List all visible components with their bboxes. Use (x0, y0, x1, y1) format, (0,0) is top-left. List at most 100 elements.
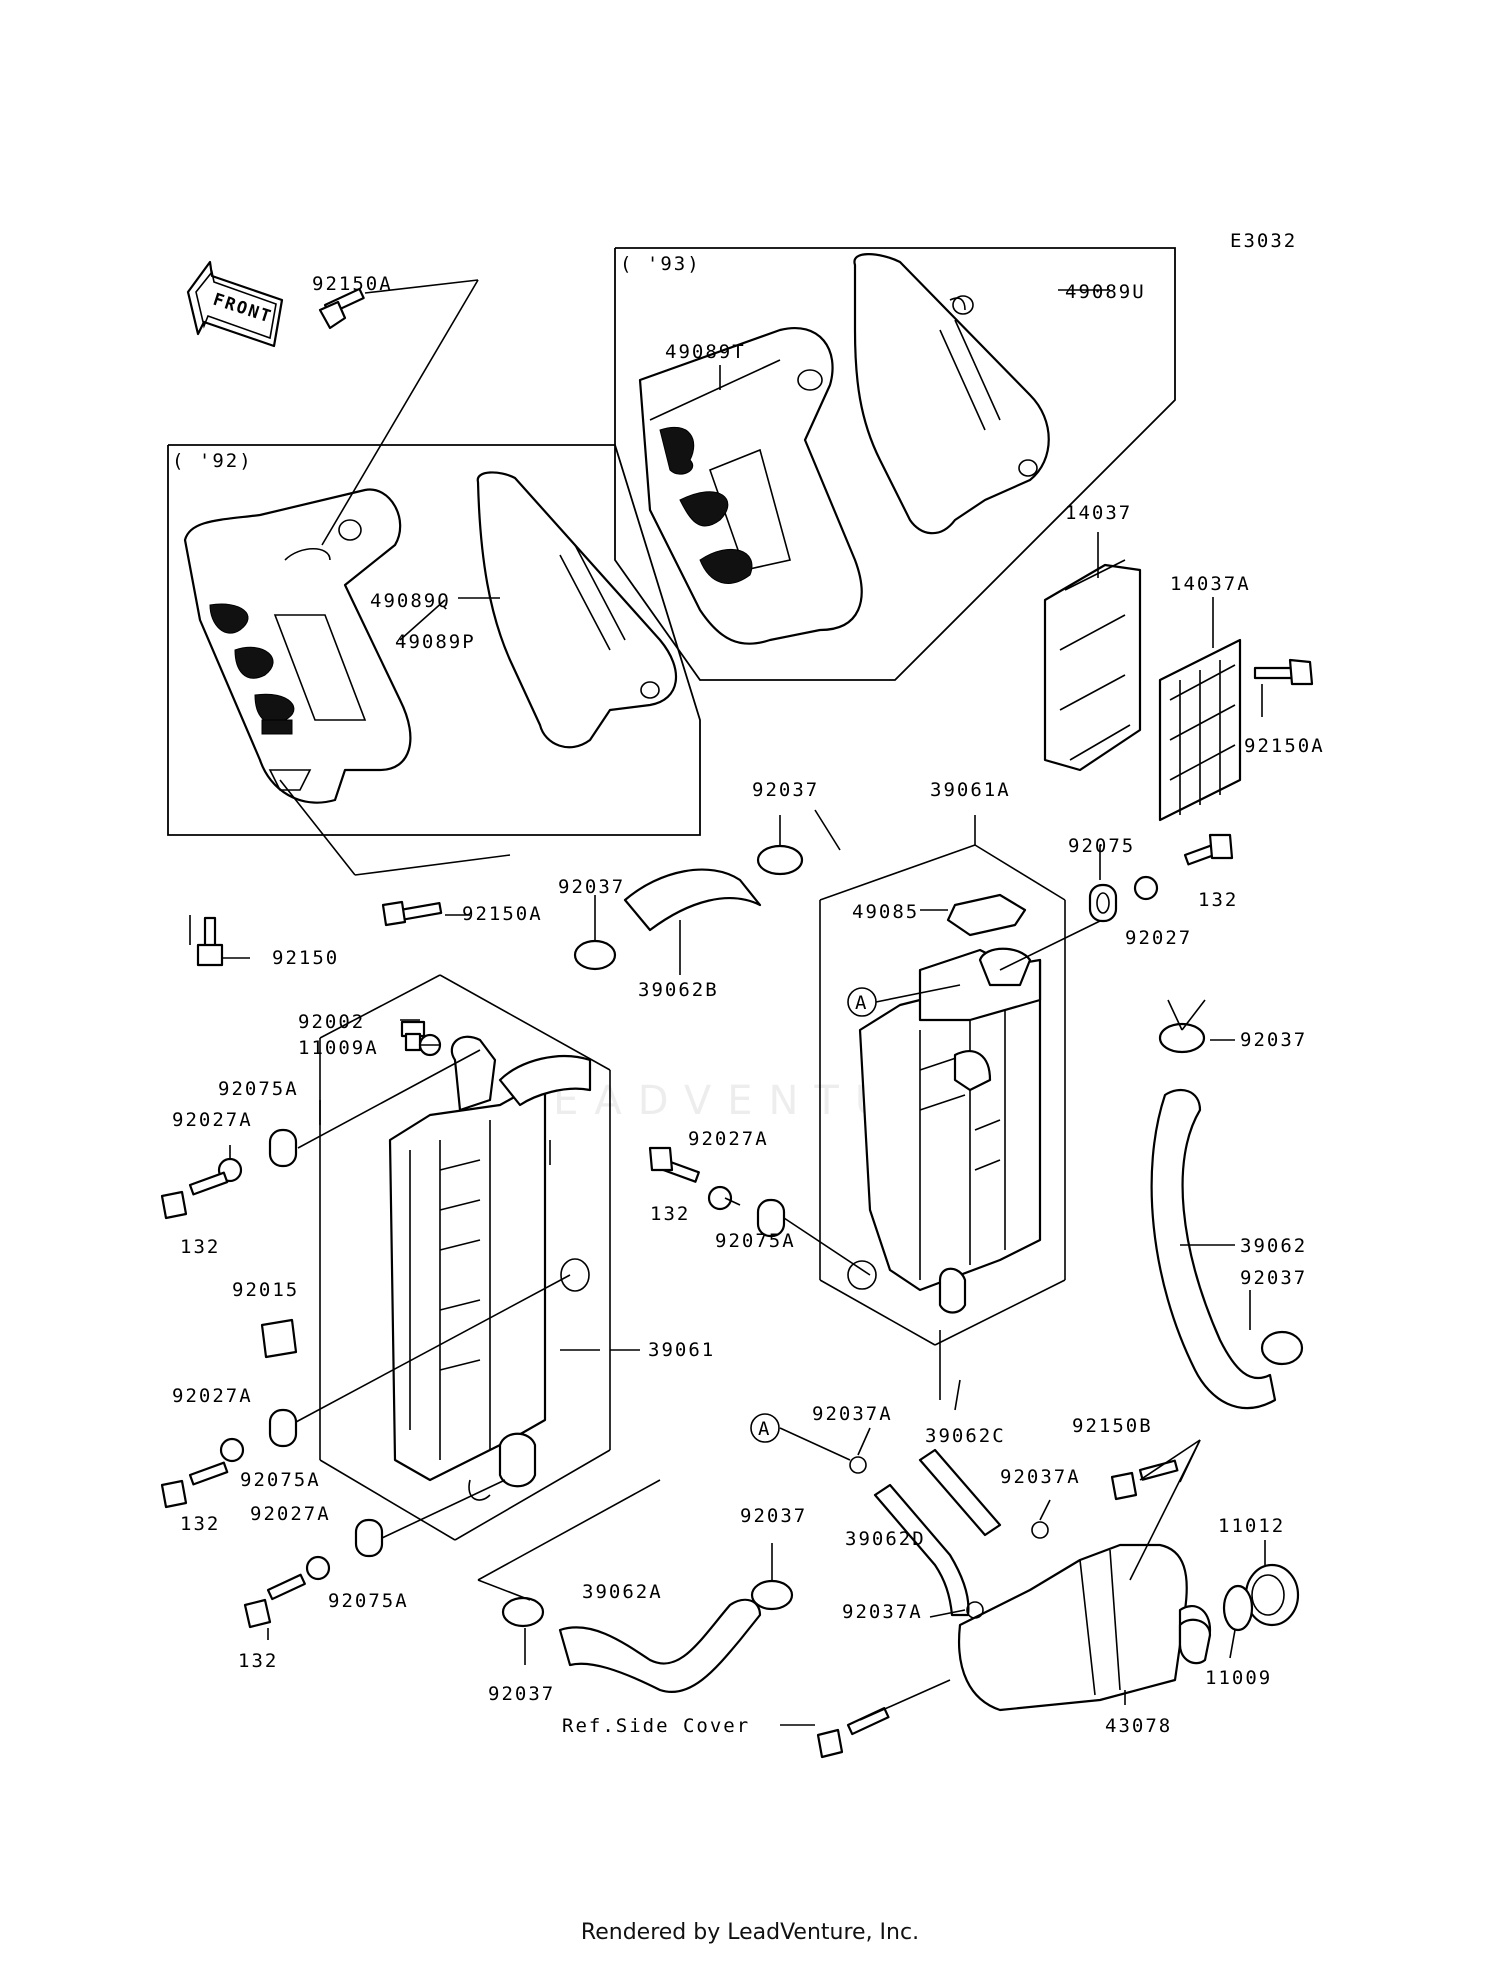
front-arrow-icon: FRONT (186, 260, 284, 348)
label-49089T: 49089T (665, 341, 746, 363)
grommet-92075A-a (268, 1128, 298, 1168)
shroud-49089T (638, 327, 863, 645)
label-92037A-c: 92037A (842, 1601, 923, 1623)
collar-92027A-b (707, 1185, 733, 1211)
footer-credit: Rendered by LeadVenture, Inc. (580, 1920, 920, 1945)
label-11009A: 11009A (298, 1037, 379, 1059)
frame-93 (614, 247, 1176, 681)
louver-14037 (1043, 559, 1142, 772)
label-92027A-a: 92027A (172, 1109, 253, 1131)
label-39062A: 39062A (582, 1581, 663, 1603)
label-92150: 92150 (272, 947, 339, 969)
clamp-92037-c (1158, 1022, 1206, 1054)
label-92037A-a: 92037A (812, 1403, 893, 1425)
clip-92037A-b (1031, 1521, 1049, 1539)
label-92037-d: 92037 (1240, 1267, 1307, 1289)
clip-92015 (260, 1318, 298, 1359)
label-132-e: 132 (238, 1650, 278, 1672)
frame-92 (167, 444, 701, 836)
marker-A-1: A (855, 992, 868, 1014)
clamp-92037-e (750, 1579, 794, 1611)
hose-39062 (1150, 1088, 1277, 1410)
label-11009: 11009 (1205, 1667, 1272, 1689)
bolt-92002 (400, 1020, 426, 1052)
label-92037-a: 92037 (752, 779, 819, 801)
label-92027A-b: 92027A (688, 1128, 769, 1150)
grommet-92075 (1088, 883, 1118, 923)
label-39062B: 39062B (638, 979, 719, 1001)
label-92037-b: 92037 (558, 876, 625, 898)
label-39062: 39062 (1240, 1235, 1307, 1257)
label-14037: 14037 (1065, 502, 1132, 524)
label-92075A-b: 92075A (715, 1230, 796, 1252)
label-92015: 92015 (232, 1279, 299, 1301)
clip-92037A-c (966, 1601, 984, 1619)
label-39061A: 39061A (930, 779, 1011, 801)
label-ref-side-cover: Ref.Side Cover (562, 1715, 750, 1737)
label-92150B: 92150B (1072, 1415, 1153, 1437)
label-92075A-a: 92075A (218, 1078, 299, 1100)
gasket-11009 (1222, 1584, 1254, 1632)
cap-11012 (1244, 1563, 1300, 1627)
label-92027: 92027 (1125, 927, 1192, 949)
label-132-a: 132 (1198, 889, 1238, 911)
label-49089U: 49089U (1065, 281, 1146, 303)
bolt-ref-side-cover (816, 1706, 890, 1759)
bolt-132-c (648, 1146, 700, 1183)
hose-39062A (558, 1598, 762, 1693)
label-92027A-c: 92027A (172, 1385, 253, 1407)
diagram-code: E3032 (1230, 230, 1297, 252)
collar-92027 (1133, 875, 1159, 901)
radiator-39061 (388, 1035, 592, 1501)
grommet-92075A-b (268, 1408, 298, 1448)
label-39062C: 39062C (925, 1425, 1006, 1447)
label-49089P: 49089P (395, 631, 476, 653)
bolt-132-d (160, 1461, 229, 1509)
leader-lines (189, 279, 1266, 1726)
label-92075A-c: 92075A (240, 1469, 321, 1491)
collar-92027A-d (305, 1555, 331, 1581)
grommet-92075A-d (354, 1518, 384, 1558)
pad-49085 (946, 893, 1027, 937)
bolt-92150B (1110, 1459, 1179, 1501)
label-92150A-top: 92150A (312, 273, 393, 295)
radiator-39061A (847, 947, 1042, 1314)
bolt-132-e (243, 1573, 306, 1629)
label-92075: 92075 (1068, 835, 1135, 857)
louver-14037A (1158, 638, 1242, 822)
label-92075A-d: 92075A (328, 1590, 409, 1612)
marker-A-2-circle (750, 1413, 780, 1443)
label-49085: 49085 (852, 901, 919, 923)
label-11012: 11012 (1218, 1515, 1285, 1537)
label-92150A-right: 92150A (1244, 735, 1325, 757)
label-132-b: 132 (180, 1236, 220, 1258)
shroud-49089U (853, 253, 1050, 535)
hose-39062C (918, 1448, 1002, 1537)
marker-A-2: A (758, 1418, 771, 1440)
collar-92027A-c (219, 1437, 245, 1463)
filler-neck (1178, 1618, 1212, 1665)
bolt-132-b (160, 1171, 229, 1220)
label-92027A-d: 92027A (250, 1503, 331, 1525)
label-49089Q: 49089Q (370, 590, 451, 612)
year-label-92: ( '92) (172, 450, 253, 472)
label-39062D: 39062D (845, 1528, 926, 1550)
clamp-92037-a (756, 844, 804, 876)
label-132-d: 132 (180, 1513, 220, 1535)
hose-39062B (623, 868, 762, 932)
label-132-c: 132 (650, 1203, 690, 1225)
bolt-92150A-top (318, 287, 365, 330)
hose-39062D (873, 1483, 970, 1617)
label-92037-e: 92037 (740, 1505, 807, 1527)
label-92037-f: 92037 (488, 1683, 555, 1705)
label-92037A-b: 92037A (1000, 1466, 1081, 1488)
clamp-92037-d (1260, 1330, 1304, 1366)
label-92150A-mid: 92150A (462, 903, 543, 925)
bolt-92150A-right (1253, 658, 1314, 686)
label-39061: 39061 (648, 1339, 715, 1361)
year-label-93: ( '93) (620, 253, 701, 275)
label-14037A: 14037A (1170, 573, 1251, 595)
label-92037-c: 92037 (1240, 1029, 1307, 1051)
bolt-92150 (196, 916, 224, 967)
